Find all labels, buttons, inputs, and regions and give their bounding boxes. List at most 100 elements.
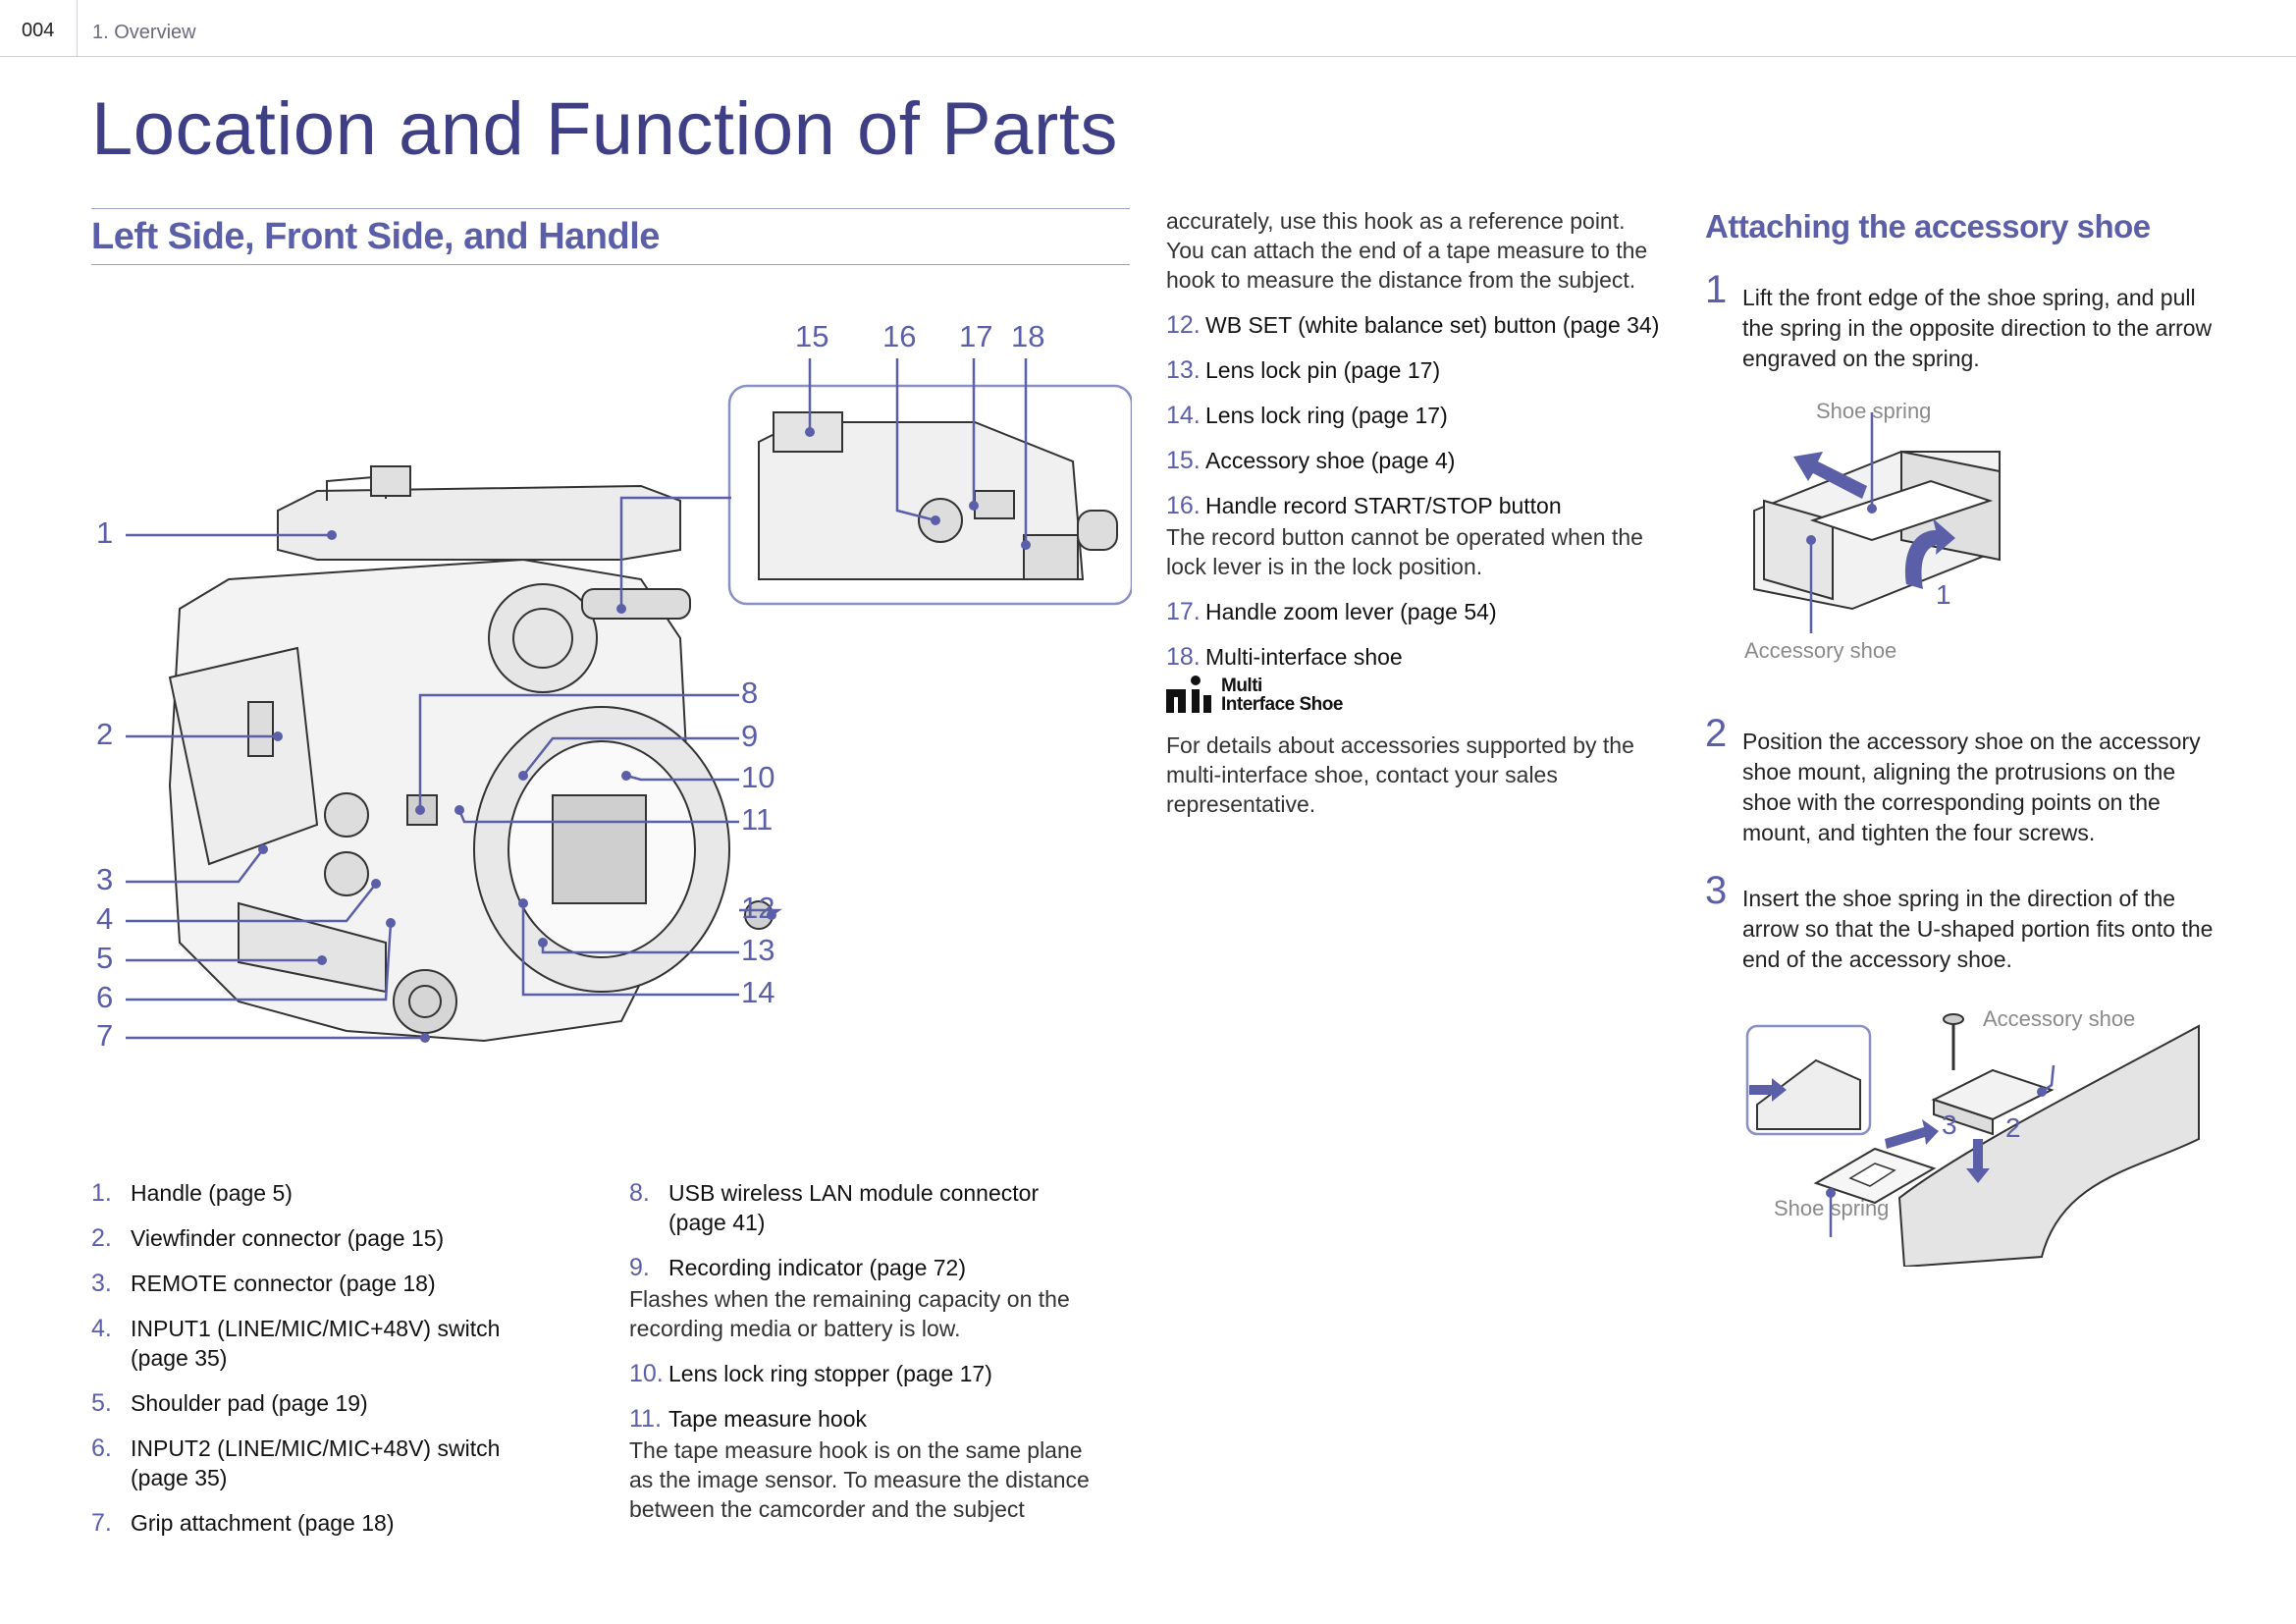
callout-16: 16 <box>882 319 917 353</box>
accessory-shoe-install-figure: Accessory shoe Shoe spring 3 2 <box>1728 1001 2218 1269</box>
step-text: Insert the shoe spring in the direction … <box>1742 886 2214 972</box>
mi-logo-line1: Multi <box>1221 676 1262 696</box>
item-number: 4. <box>91 1315 112 1342</box>
label-shoe-spring: Shoe spring <box>1774 1196 1890 1220</box>
callout-14: 14 <box>741 975 775 1009</box>
page-header: 004 1. Overview <box>0 0 2296 57</box>
list-item: 13.Lens lock pin (page 17) <box>1166 355 1662 385</box>
callout-12: 12 <box>741 891 775 925</box>
item-label: INPUT2 (LINE/MIC/MIC+48V) switch (page 3… <box>131 1435 501 1490</box>
page-number: 004 <box>22 20 55 41</box>
accessory-shoe-install-illustration <box>1745 1013 2200 1269</box>
shoe-spring-figure: Shoe spring Accessory shoe 1 <box>1705 393 2078 677</box>
item-number: 1. <box>91 1179 112 1207</box>
item-label: Grip attachment (page 18) <box>131 1510 395 1536</box>
list-item: 5. Shoulder pad (page 19) <box>91 1388 562 1418</box>
list-item: 7. Grip attachment (page 18) <box>91 1508 562 1538</box>
header-divider <box>77 0 78 57</box>
item-label: Handle record START/STOP button <box>1205 493 1562 518</box>
callout-6: 6 <box>96 980 114 1014</box>
callout-8: 8 <box>741 676 759 710</box>
list-item: 14.Lens lock ring (page 17) <box>1166 401 1662 430</box>
attaching-title: Attaching the accessory shoe <box>1705 208 2151 244</box>
label-shoe-spring: Shoe spring <box>1816 399 1932 423</box>
label-accessory-shoe: Accessory shoe <box>1983 1006 2136 1031</box>
item-label: Recording indicator (page 72) <box>668 1255 967 1280</box>
callout-15: 15 <box>795 319 829 353</box>
step-text: Lift the front edge of the shoe spring, … <box>1742 285 2213 371</box>
list-item: 18.Multi-interface shoe <box>1166 642 1662 672</box>
parts-list-col-2: 8. USB wireless LAN module connector (pag… <box>629 1178 1100 1540</box>
list-item: 12.WB SET (white balance set) button (pa… <box>1166 310 1662 340</box>
item-label: Lens lock pin (page 17) <box>1205 357 1441 383</box>
callout-4: 4 <box>96 901 114 936</box>
callout-18: 18 <box>1011 319 1045 353</box>
item-number: 6. <box>91 1435 112 1462</box>
parts-list-col-3: accurately, use this hook as a reference… <box>1166 206 1662 819</box>
multi-interface-shoe-logo: Multi Interface Shoe <box>1166 676 1662 715</box>
section-rule-top <box>91 208 1130 209</box>
mi-note: For details about accessories supported … <box>1166 732 1634 817</box>
callout-5: 5 <box>96 941 114 975</box>
item-number: 13. <box>1166 356 1201 384</box>
section-title: Left Side, Front Side, and Handle <box>91 216 660 257</box>
item-label: Shoulder pad (page 19) <box>131 1390 368 1416</box>
callout-2: 2 <box>96 717 114 751</box>
item-number: 12. <box>1166 311 1201 339</box>
item-label: Viewfinder connector (page 15) <box>131 1225 445 1251</box>
step-number: 2 <box>1705 712 1728 755</box>
callout-13: 13 <box>741 933 775 967</box>
list-item: 2. Viewfinder connector (page 15) <box>91 1223 562 1253</box>
step-2: 2 Position the accessory shoe on the acc… <box>1705 714 2216 848</box>
item-number: 15. <box>1166 447 1201 474</box>
item-label: Handle zoom lever (page 54) <box>1205 599 1497 624</box>
step-text: Position the accessory shoe on the acces… <box>1742 729 2201 845</box>
item-description: Flashes when the remaining capacity on t… <box>629 1286 1070 1341</box>
item-number: 9. <box>629 1254 650 1281</box>
item-number: 5. <box>91 1389 112 1417</box>
item-label: USB wireless LAN module connector (page … <box>668 1180 1040 1235</box>
callout-10: 10 <box>741 760 775 794</box>
item-number: 10. <box>629 1360 664 1387</box>
item-number: 3. <box>91 1270 112 1297</box>
step-number: 1 <box>1705 268 1728 311</box>
multi-interface-shoe-icon <box>1166 676 1211 713</box>
parts-list-col-1: 1. Handle (page 5) 2. Viewfinder connector… <box>91 1178 562 1553</box>
step-callout-2: 2 <box>2005 1112 2021 1143</box>
camcorder-figure: 1 2 3 4 5 6 7 8 9 10 11 12 13 14 15 16 1… <box>91 314 1134 1080</box>
page-title: Location and Function of Parts <box>91 87 1118 171</box>
shoe-spring-illustration <box>1753 412 2001 633</box>
item-label: Multi-interface shoe <box>1205 644 1403 670</box>
mi-logo-line2: Interface Shoe <box>1221 694 1343 715</box>
callout-11: 11 <box>741 802 774 837</box>
callout-17: 17 <box>959 319 993 353</box>
list-item: 4.INPUT1 (LINE/MIC/MIC+48V) switch (page… <box>91 1314 562 1373</box>
breadcrumb: 1. Overview <box>92 22 196 43</box>
item-number: 7. <box>91 1509 112 1537</box>
list-item: 8. USB wireless LAN module connector (pag… <box>629 1178 1100 1237</box>
item-number: 14. <box>1166 402 1201 429</box>
list-item: 10.Lens lock ring stopper (page 17) <box>629 1359 1100 1388</box>
item-label: Accessory shoe (page 4) <box>1205 448 1456 473</box>
item-number: 16. <box>1166 492 1201 519</box>
item-number: 8. <box>629 1179 650 1207</box>
step-callout-3: 3 <box>1942 1110 1957 1140</box>
step-3: 3 Insert the shoe spring in the directio… <box>1705 871 2216 975</box>
item-number: 18. <box>1166 643 1201 671</box>
step-number: 3 <box>1705 869 1728 912</box>
item-number: 17. <box>1166 598 1201 625</box>
step-1: 1 Lift the front edge of the shoe spring… <box>1705 270 2216 374</box>
continuation-text: accurately, use this hook as a reference… <box>1166 208 1648 293</box>
list-item: 3.REMOTE connector (page 18) <box>91 1269 562 1298</box>
list-item: 6. INPUT2 (LINE/MIC/MIC+48V) switch (page… <box>91 1434 562 1492</box>
item-description: The tape measure hook is on the same pla… <box>629 1437 1090 1522</box>
callout-1: 1 <box>96 515 114 550</box>
item-number: 2. <box>91 1224 112 1252</box>
section-rule-bottom <box>91 264 1130 265</box>
item-label: Handle (page 5) <box>131 1180 293 1206</box>
item-label: Lens lock ring (page 17) <box>1205 403 1448 428</box>
callout-3: 3 <box>96 862 114 896</box>
item-number: 11. <box>629 1405 662 1433</box>
item-label: Lens lock ring stopper (page 17) <box>668 1361 992 1386</box>
